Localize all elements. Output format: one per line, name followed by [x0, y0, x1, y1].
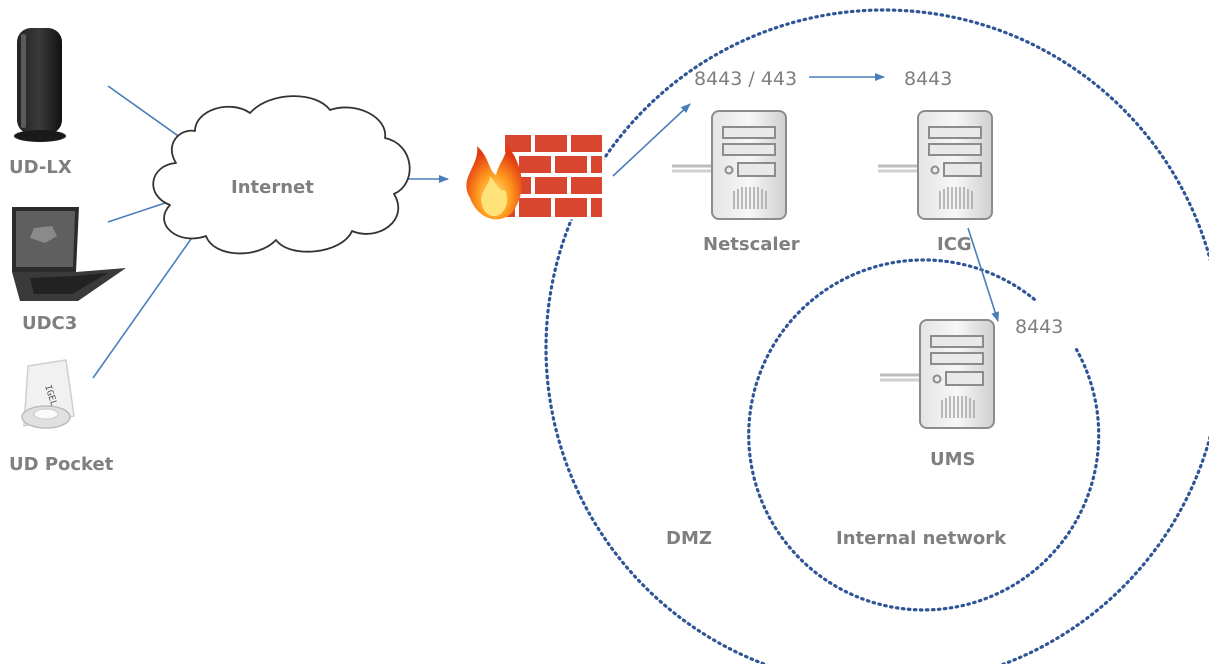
ums-server-icon [878, 318, 996, 430]
arrow-icg-to-ums [967, 227, 1000, 322]
netscaler-server-icon [670, 109, 788, 221]
thin-client-icon [14, 28, 66, 142]
netscaler-port-label: 8443 / 443 [694, 68, 797, 90]
cloud-icon [152, 95, 411, 255]
usb-stick-icon: IGEL [21, 359, 75, 429]
icg-label: ICG [937, 234, 972, 255]
ud-pocket-label: UD Pocket [9, 454, 114, 475]
ums-port-label: 8443 [1015, 316, 1063, 338]
laptop-icon [12, 207, 126, 301]
netscaler-label: Netscaler [703, 234, 800, 255]
internal-network-zone-boundary [747, 258, 1101, 612]
internal-network-label: Internal network [836, 528, 1007, 549]
arrow-firewall-to-netscaler [612, 103, 691, 177]
icg-server-icon [876, 109, 994, 221]
icg-port-label: 8443 [904, 68, 952, 90]
ums-label: UMS [930, 449, 976, 470]
firewall-icon [466, 132, 605, 220]
internet-label: Internet [231, 177, 314, 198]
ud-lx-label: UD-LX [9, 157, 72, 178]
udc3-label: UDC3 [22, 313, 77, 334]
dmz-zone-boundary [544, 8, 1209, 664]
dmz-label: DMZ [666, 528, 712, 549]
